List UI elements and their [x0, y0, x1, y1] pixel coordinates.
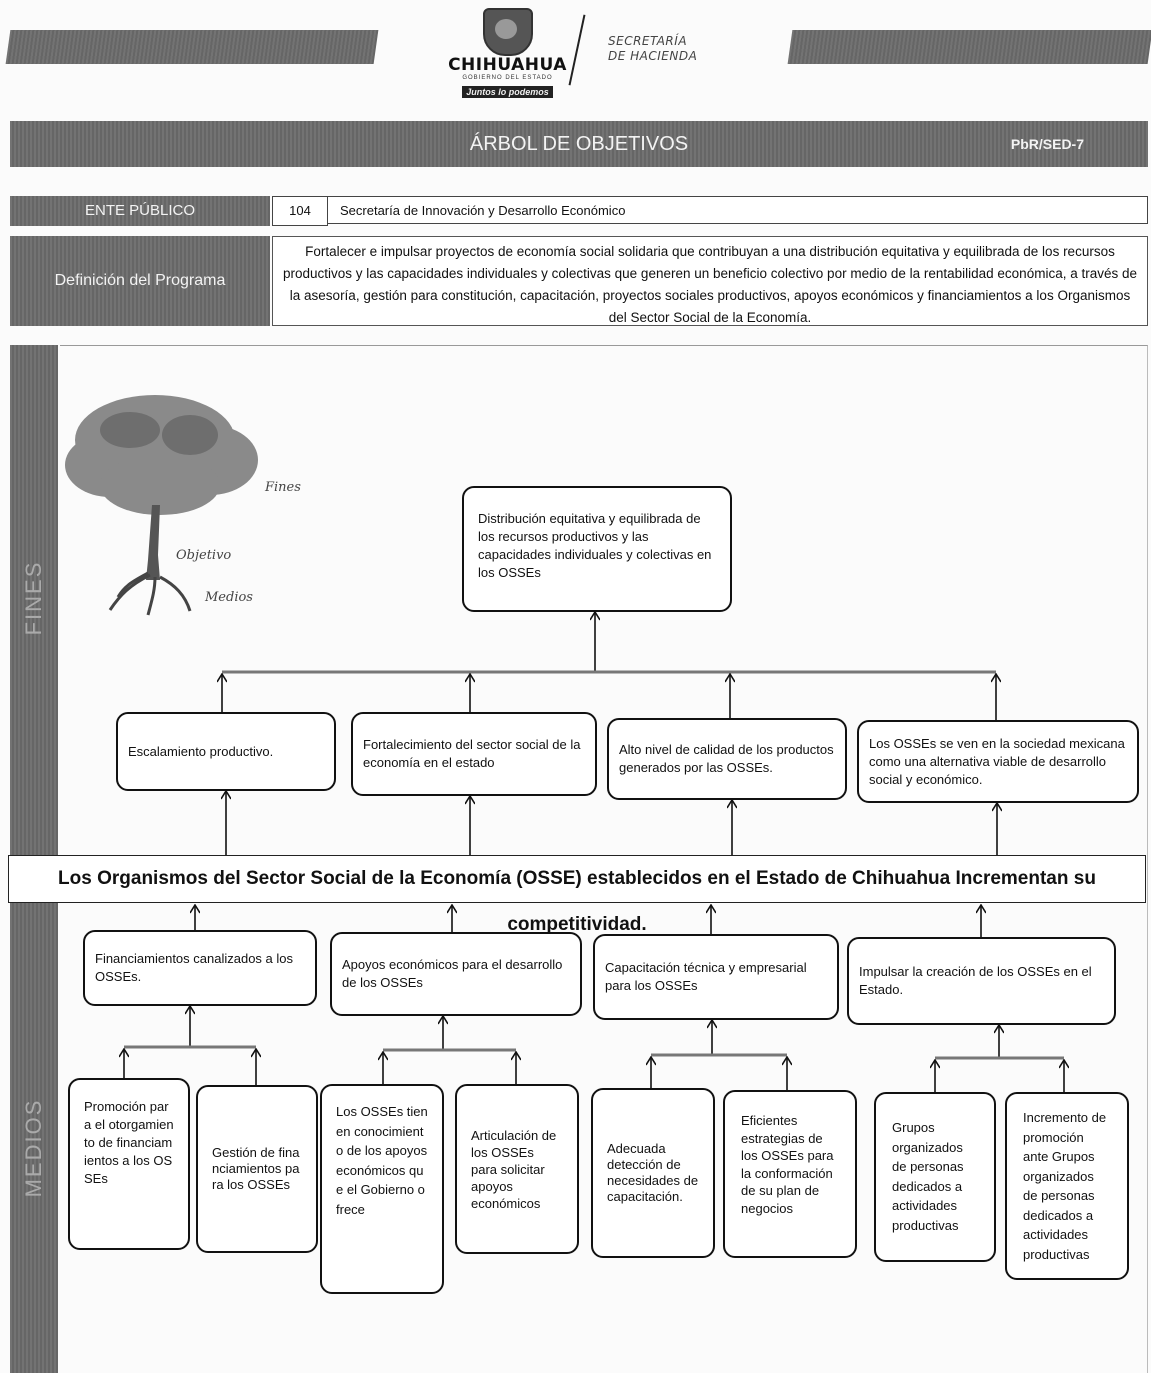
medio-box-1: Financiamientos canalizados a los OSSEs. [83, 930, 317, 1006]
logo-tagline: Juntos lo podemos [462, 86, 553, 98]
department-name: SECRETARÍA DE HACIENDA [608, 34, 697, 64]
sub-medio-text-7: Grupos organizados de personas dedicados… [892, 1120, 964, 1233]
medio-text-2: Apoyos económicos para el desarrollo de … [342, 957, 563, 990]
fin-text-2: Fortalecimiento del sector social de la … [363, 737, 581, 770]
ente-code: 104 [272, 196, 328, 226]
definicion-text: Fortalecer e impulsar proyectos de econo… [272, 236, 1148, 326]
tree-label-medios: Medios [205, 590, 253, 605]
sub-medio-box-3: Los OSSEs tienen conocimiento de los apo… [320, 1084, 444, 1294]
department-line-1: SECRETARÍA [608, 34, 688, 48]
sub-medio-box-4: Articulación de los OSSEs para solicitar… [455, 1084, 579, 1254]
objetivo-central: Los Organismos del Sector Social de la E… [8, 855, 1146, 935]
shield-icon [482, 8, 533, 56]
medio-text-4: Impulsar la creación de los OSSEs en el … [859, 964, 1092, 997]
ente-label: ENTE PÚBLICO [10, 196, 270, 226]
department-line-2: DE HACIENDA [608, 49, 698, 63]
fin-text-3: Alto nivel de calidad de los productos g… [619, 742, 834, 775]
logo-name: CHIHUAHUA [448, 55, 567, 75]
logo-subtitle: GOBIERNO DEL ESTADO [462, 75, 553, 81]
sub-medio-text-4: Articulación de los OSSEs para solicitar… [471, 1127, 557, 1211]
sub-medio-text-3: Los OSSEs tienen conocimiento de los apo… [336, 1104, 428, 1217]
title-bar: ÁRBOL DE OBJETIVOS PbR/SED-7 [10, 121, 1148, 167]
medio-text-1: Financiamientos canalizados a los OSSEs. [95, 951, 293, 984]
medio-text-3: Capacitación técnica y empresarial para … [605, 960, 807, 993]
diagram-frame [60, 345, 1148, 1373]
form-code: PbR/SED-7 [1010, 136, 1084, 152]
sub-medio-text-6: Eficientes estrategias de los OSSEs para… [741, 1113, 834, 1216]
tree-label-objetivo: Objetivo [176, 548, 232, 563]
fin-text-1: Escalamiento productivo. [128, 743, 274, 759]
sub-medio-text-8: Incremento de promoción ante Grupos orga… [1023, 1110, 1107, 1262]
sub-medio-text-1: Promoción para el otorgamiento de financ… [84, 1099, 174, 1186]
fin-box-1: Escalamiento productivo. [116, 712, 336, 791]
tree-label-fines: Fines [265, 480, 301, 495]
medio-box-4: Impulsar la creación de los OSSEs en el … [847, 937, 1116, 1025]
page-title: ÁRBOL DE OBJETIVOS [469, 133, 689, 155]
sub-medio-box-1: Promoción para el otorgamiento de financ… [68, 1078, 190, 1250]
sub-medio-box-6: Eficientes estrategias de los OSSEs para… [723, 1090, 857, 1258]
sub-medio-text-2: Gestión de financiamientos para los OSSE… [212, 1145, 300, 1192]
sub-medio-box-5: Adecuada detección de necesidades de cap… [591, 1088, 715, 1258]
medio-box-2: Apoyos económicos para el desarrollo de … [330, 932, 582, 1016]
sub-medio-box-2: Gestión de financiamientos para los OSSE… [196, 1085, 318, 1253]
sub-medio-box-8: Incremento de promoción ante Grupos orga… [1005, 1092, 1129, 1280]
sub-medio-box-7: Grupos organizados de personas dedicados… [874, 1092, 996, 1262]
medio-box-3: Capacitación técnica y empresarial para … [593, 934, 839, 1020]
sub-medio-text-5: Adecuada detección de necesidades de cap… [607, 1141, 699, 1204]
fin-superior-box: Distribución equitativa y equilibrada de… [462, 486, 732, 612]
definicion-label: Definición del Programa [10, 236, 270, 326]
fin-text-4: Los OSSEs se ven en la sociedad mexicana… [869, 735, 1125, 787]
fin-box-3: Alto nivel de calidad de los productos g… [607, 718, 847, 800]
fin-box-2: Fortalecimiento del sector social de la … [351, 712, 597, 796]
tree-illustration [65, 395, 258, 616]
fin-box-4: Los OSSEs se ven en la sociedad mexicana… [857, 720, 1139, 803]
ente-name: Secretaría de Innovación y Desarrollo Ec… [328, 196, 1148, 224]
chihuahua-logo: CHIHUAHUA GOBIERNO DEL ESTADO Juntos lo … [445, 8, 570, 98]
fin-superior-text: Distribución equitativa y equilibrada de… [478, 511, 712, 580]
